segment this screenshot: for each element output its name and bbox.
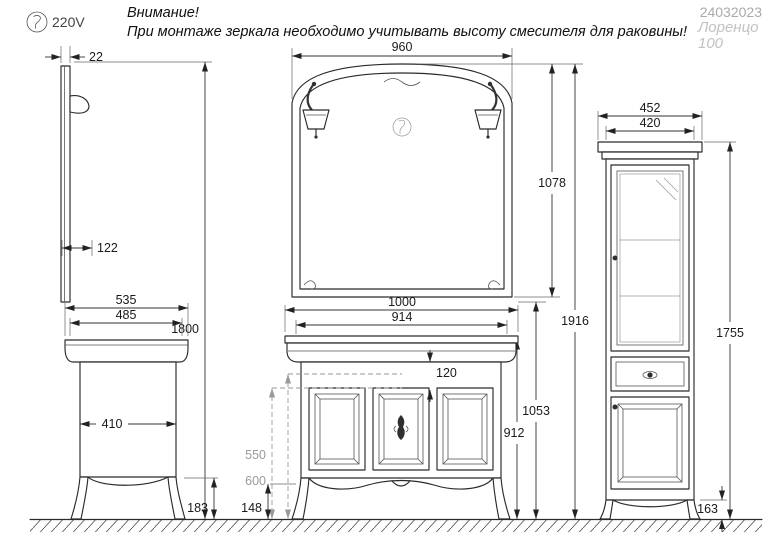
vanity-door-middle — [372, 387, 430, 471]
vanity-front-view — [284, 335, 519, 520]
attention-text: При монтаже зеркала необходимо учитывать… — [127, 24, 687, 40]
dim-148: 148 — [241, 483, 296, 519]
dim-122: 122 — [61, 240, 118, 256]
dim-side-top-depth-inner: 485 — [116, 308, 137, 322]
dim-column-body-width: 420 — [640, 116, 661, 130]
countertop-molding — [286, 342, 517, 363]
dim-column-leg-height: 163 — [697, 502, 718, 516]
mirror-frame-inner — [299, 72, 505, 290]
dim-mirror-height: 1078 — [538, 176, 566, 190]
tall-cabinet — [597, 141, 703, 520]
dim-120: 120 — [427, 350, 457, 402]
mirror-front-view — [291, 63, 513, 298]
dims-clearance: 550 600 — [245, 373, 402, 519]
grounding-icon-glyph — [33, 15, 41, 29]
glass-door-knob — [612, 255, 618, 261]
vanity-side-view — [64, 339, 189, 520]
mirror-side-view — [60, 65, 90, 303]
cabinet-leg-right — [686, 499, 701, 520]
countertop-top — [284, 335, 519, 344]
cabinet-apron — [612, 499, 688, 508]
vanity-apron — [308, 477, 494, 490]
vanity-door-left — [308, 387, 366, 471]
keyhole-escutcheon — [397, 415, 405, 440]
dim-mirror-width: 960 — [392, 40, 413, 54]
vanity-leg-right — [492, 477, 511, 520]
cabinet-cornice — [597, 141, 703, 153]
dim-column-height: 1755 — [716, 326, 744, 340]
lower-door-knob — [612, 404, 618, 410]
dim-1755: 1755 — [704, 141, 744, 519]
floor — [29, 518, 763, 532]
floor-hatch — [30, 520, 762, 532]
dim-clearance-550: 550 — [245, 448, 266, 462]
dim-914: 914 — [295, 310, 508, 334]
grounding-icon — [26, 11, 48, 33]
dim-side-body-depth: 410 — [102, 417, 123, 431]
crown-ornament — [383, 78, 421, 86]
dim-overall-height-right: 1916 — [561, 314, 589, 328]
dim-420: 420 — [605, 116, 695, 140]
dim-mirror-side-thickness: 22 — [89, 50, 103, 64]
dim-mirror-side-depth: 122 — [97, 241, 118, 255]
dim-163: 163 — [697, 486, 727, 532]
attention-title: Внимание! — [127, 5, 199, 21]
dim-column-width: 452 — [640, 101, 661, 115]
dim-452: 452 — [597, 101, 703, 140]
dim-side-top-depth: 535 — [116, 293, 137, 307]
dim-410: 410 — [80, 417, 176, 431]
vanity-door-right — [436, 387, 494, 471]
dim-side-leg-height: 183 — [187, 501, 208, 515]
dim-1916: 1916 — [561, 64, 589, 519]
cabinet-leg-left — [599, 499, 614, 520]
dim-1078: 1078 — [418, 63, 583, 298]
lamp-side-profile — [69, 94, 90, 114]
side-apron — [87, 476, 169, 486]
model-name: Лоренцо — [697, 19, 758, 36]
dim-1000: 1000 — [284, 295, 519, 332]
dim-485: 485 — [69, 308, 183, 336]
dim-countertop-rail-height: 120 — [436, 366, 457, 380]
dim-vanity-leg-height: 148 — [241, 501, 262, 515]
dim-vanity-width: 1000 — [388, 295, 416, 309]
cabinet-drawer — [610, 356, 690, 392]
header: 220V Внимание! При монтаже зеркала необх… — [26, 4, 763, 52]
doc-number: 24032023 — [700, 4, 763, 20]
dim-vanity-inner-width: 914 — [392, 310, 413, 324]
dim-1053: 1053 — [518, 301, 550, 519]
mirror-frame-outer — [291, 63, 513, 298]
dim-22: 22 — [45, 46, 103, 64]
cabinet-lower-door — [610, 396, 690, 490]
dim-960: 960 — [291, 40, 513, 99]
voltage-label: 220V — [52, 14, 85, 30]
side-front-leg — [70, 476, 89, 520]
dim-overall-height-left: 1800 — [171, 322, 199, 336]
cabinet-body — [605, 158, 695, 501]
dim-vanity-splash-height: 1053 — [522, 404, 550, 418]
grounding-icon-mirror — [392, 117, 412, 137]
model-size: 100 — [698, 35, 724, 52]
mirror-lamp-right — [474, 81, 502, 139]
dim-vanity-top-height: 912 — [504, 426, 525, 440]
cabinet-glass-door — [610, 164, 690, 352]
dim-535: 535 — [64, 293, 189, 336]
apron-pendant — [391, 480, 411, 487]
dim-183: 183 — [184, 477, 218, 519]
mirror-lamp-left — [302, 81, 330, 139]
vanity-leg-left — [291, 477, 310, 520]
drawer-knob — [647, 372, 653, 378]
dim-clearance-600: 600 — [245, 474, 266, 488]
side-back-leg — [167, 476, 186, 520]
dim-912: 912 — [504, 340, 525, 519]
